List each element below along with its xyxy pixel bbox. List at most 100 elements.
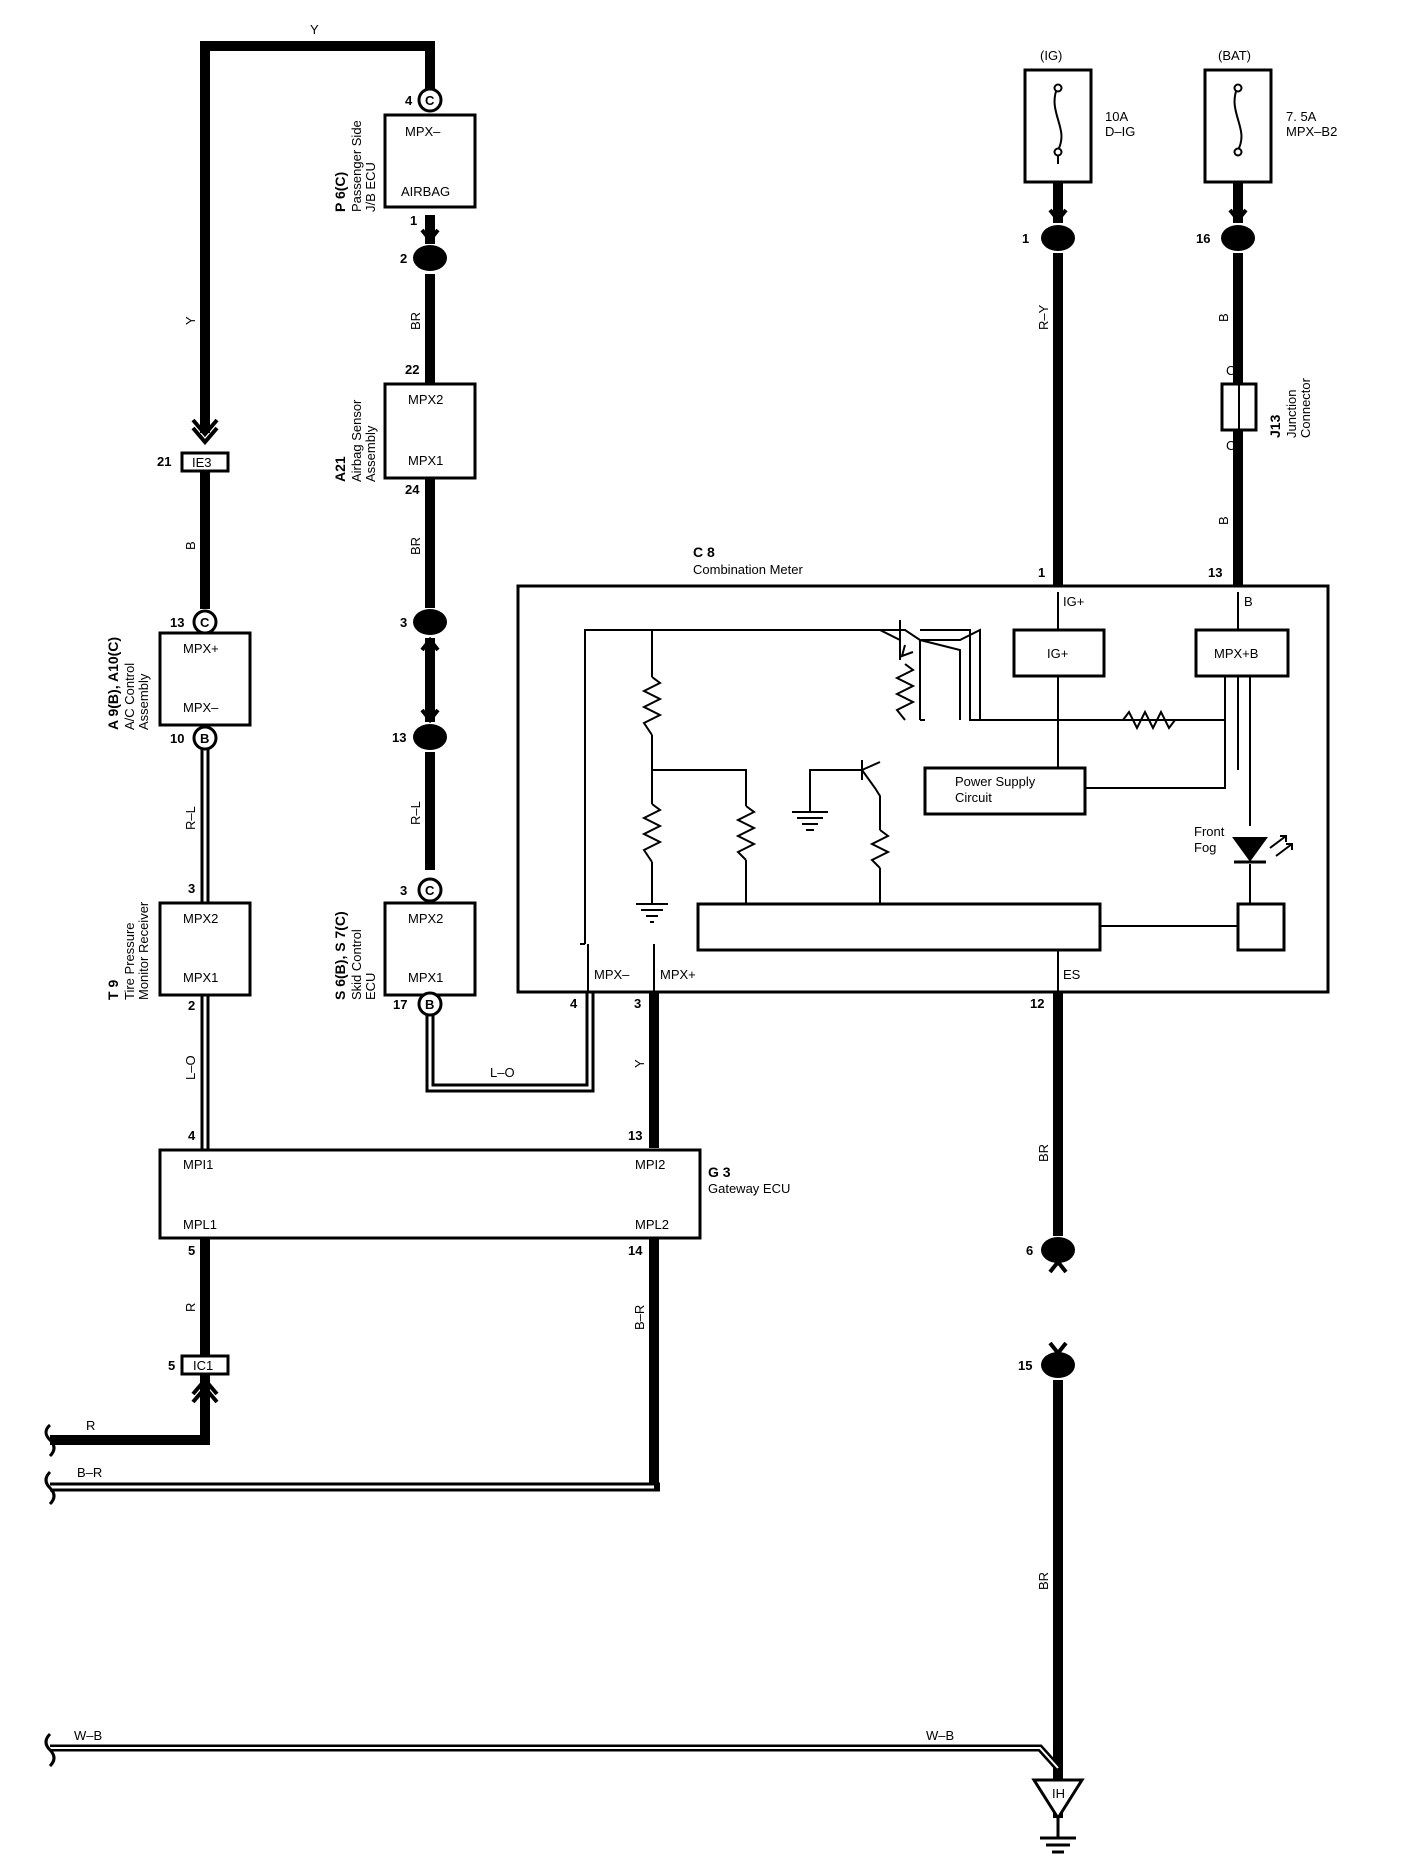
svg-text:3F: 3F — [1049, 1244, 1063, 1258]
svg-text:3F: 3F — [1049, 1359, 1063, 1373]
tpms-name1: Tire Pressure — [122, 922, 137, 1000]
connector-3e: 3E — [1221, 225, 1255, 251]
wire-label-y-left: Y — [183, 316, 198, 325]
pin-sk-3: 3 — [400, 883, 407, 898]
resistor-1 — [641, 676, 663, 736]
pin-2e-1: 1 — [1022, 231, 1029, 246]
component-jb-ecu: MPX– AIRBAG P 6(C) Passenger Side J/B EC… — [332, 113, 477, 212]
junction-name2: Connector — [1298, 377, 1313, 438]
component-airbag: MPX2 MPX1 A21 Airbag Sensor Assembly — [332, 382, 477, 482]
pin-ac-13: 13 — [170, 615, 184, 630]
meter-psc2: Circuit — [955, 790, 992, 805]
pin-tp-2: 2 — [188, 998, 195, 1013]
pin-gw-4: 4 — [188, 1128, 196, 1143]
pin-ie3-21: 21 — [157, 454, 171, 469]
svg-text:C: C — [425, 93, 435, 108]
airbag-pin-top: MPX2 — [408, 392, 443, 407]
skid-pin-bottom: MPX1 — [408, 970, 443, 985]
pin-jb-4: 4 — [405, 93, 413, 108]
wire-label-lo-skid: L–O — [490, 1065, 515, 1080]
meter-internal-wiring — [580, 592, 1251, 992]
pin-tp-3: 3 — [188, 881, 195, 896]
chevron-3f-up — [1048, 1258, 1068, 1274]
jb-ecu-id: P 6(C) — [332, 172, 348, 212]
wire-label-br-gw: B–R — [632, 1305, 647, 1330]
pin-gw-14: 14 — [628, 1243, 643, 1258]
component-skid: MPX2 MPX1 S 6(B), S 7(C) Skid Control EC… — [332, 901, 477, 1000]
tpms-name2: Monitor Receiver — [136, 901, 151, 1000]
meter-ig-box: IG+ — [1047, 646, 1068, 661]
junction-id: J13 — [1267, 414, 1283, 438]
pin-ab-22: 22 — [405, 362, 419, 377]
wire-label-br-ground: BR — [1036, 1572, 1051, 1590]
wire-label-b-j13-top: B — [1216, 313, 1231, 322]
fuse-bat-header: (BAT) — [1218, 48, 1251, 63]
wire-lo-skid — [425, 992, 595, 1093]
connector-ic1: IC1 — [180, 1354, 230, 1376]
connector-c-ac: C — [192, 609, 218, 635]
wire-label-y-meter: Y — [632, 1059, 647, 1068]
gateway-mpl1: MPL1 — [183, 1217, 217, 1232]
meter-name: Combination Meter — [693, 562, 803, 577]
resistor-5 — [869, 829, 891, 869]
connector-3f-a: 3F — [1041, 1237, 1075, 1263]
meter-b-box-shape — [1194, 628, 1290, 678]
break-mark-br — [44, 1470, 56, 1506]
jb-ecu-name2: J/B ECU — [363, 162, 378, 212]
gateway-name: Gateway ECU — [708, 1181, 790, 1196]
wire-label-rl-skid: R–L — [408, 801, 423, 825]
junction-name1: Junction — [1284, 390, 1299, 438]
fuse-ig: (IG) 10A D–IG — [1023, 48, 1135, 184]
meter-fog2: Fog — [1194, 840, 1216, 855]
wire-label-br-out: B–R — [77, 1465, 102, 1480]
break-mark-wb — [44, 1732, 56, 1768]
airbag-pin-bottom: MPX1 — [408, 453, 443, 468]
fuse-ig-rating: 10A — [1105, 109, 1128, 124]
meter-mpx-minus: MPX– — [594, 967, 630, 982]
ac-name2: Assembly — [136, 673, 151, 730]
skid-name2: ECU — [363, 973, 378, 1000]
connector-2h: 2H — [413, 609, 447, 635]
meter-grounds — [636, 769, 828, 923]
front-fog-led-icon — [1232, 835, 1293, 864]
svg-text:C: C — [425, 883, 435, 898]
wire-label-wb-right: W–B — [926, 1728, 954, 1743]
svg-text:B: B — [200, 731, 209, 746]
fuse-bat-rating: 7. 5A — [1286, 109, 1317, 124]
jb-ecu-pin-bottom: AIRBAG — [401, 184, 450, 199]
pin-jb-1: 1 — [410, 213, 417, 228]
svg-text:2F: 2F — [421, 731, 435, 745]
wire-label-lo-left: L–O — [183, 1055, 198, 1080]
skid-name1: Skid Control — [349, 929, 364, 1000]
wire-label-br-es: BR — [1036, 1144, 1051, 1162]
break-marks — [44, 1423, 56, 1768]
meter-bus-bar — [696, 902, 1102, 952]
component-tpms: MPX2 MPX1 T 9 Tire Pressure Monitor Rece… — [105, 901, 252, 1000]
connector-b-skid: B — [417, 991, 443, 1017]
wire-label-y-top: Y — [310, 22, 319, 37]
jb-ecu-pin-top: MPX– — [405, 124, 441, 139]
ground-ih-label: IH — [1052, 1786, 1065, 1801]
tpms-pin-bottom: MPX1 — [183, 970, 218, 985]
meter-es: ES — [1063, 967, 1081, 982]
pin-numbers: 4 1 2 22 24 21 3 13 13 10 3 2 3 17 1 16 … — [157, 93, 1222, 1373]
meter-b-box: MPX+B — [1214, 646, 1258, 661]
connector-3f-b: 3F — [1041, 1352, 1075, 1378]
pin-m-12: 12 — [1030, 996, 1044, 1011]
meter-psc1: Power Supply — [955, 774, 1036, 789]
wire-label-rl-left: R–L — [183, 806, 198, 830]
meter-ig-term: IG+ — [1063, 594, 1084, 609]
meter-resistors — [641, 663, 1176, 869]
pin-2h-3: 3 — [400, 615, 407, 630]
wire-label-ry: R–Y — [1036, 304, 1051, 330]
connector-3h: 3H — [413, 245, 447, 271]
pin-m-4: 4 — [570, 996, 578, 1011]
wire-labels: Y Y B R–L L–O R BR BR R–L L–O Y B–R R–Y … — [74, 22, 1231, 1743]
svg-text:C: C — [200, 615, 210, 630]
wire-y-loop — [200, 41, 435, 433]
chevrons — [191, 208, 1248, 1404]
chevron-3f-down — [1048, 1341, 1068, 1357]
meter-fog-driver — [1236, 902, 1286, 952]
connector-c-jb: C — [417, 87, 443, 113]
pin-3f-15: 15 — [1018, 1358, 1032, 1373]
